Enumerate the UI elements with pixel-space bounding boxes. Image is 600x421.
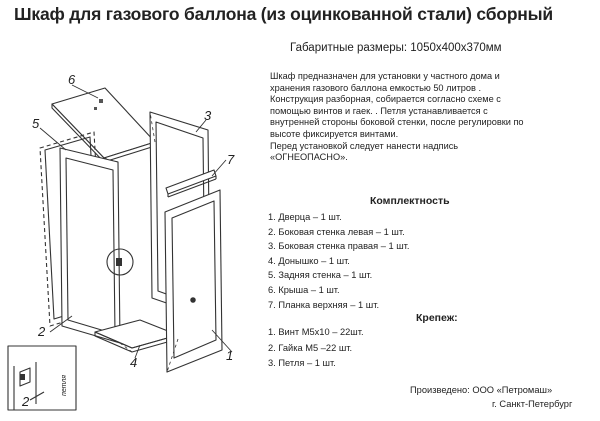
hinge-highlight (106, 248, 134, 276)
list-item: 6. Крыша – 1 шт. (268, 284, 340, 295)
callout-5: 5 (32, 116, 40, 131)
list-item: 3. Петля – 1 шт. (268, 358, 336, 368)
callout-1: 1 (226, 348, 233, 363)
callout-7: 7 (227, 152, 235, 167)
detail-label-hinge: петля (61, 375, 68, 396)
callout-3: 3 (204, 108, 212, 123)
door-panel (164, 189, 223, 373)
fasteners-list: 1. Винт М5х10 – 22шт. 2. Гайка М5 –22 шт… (268, 327, 364, 374)
detail-callout-2: 2 (21, 394, 30, 409)
list-item: 2. Гайка М5 –22 шт. (268, 342, 353, 353)
description-line: Шкаф предназначен для установки у частно… (270, 71, 500, 81)
description-line: высоте фиксируется винтами. (270, 128, 399, 139)
list-item: 3. Боковая стенка правая – 1 шт. (268, 241, 410, 252)
list-item: 7. Планка верхняя – 1 шт. (268, 299, 380, 310)
callout-6: 6 (68, 72, 76, 87)
left-side-wall-panel (59, 147, 121, 344)
description-line: Конструкция разборная, собирается соглас… (270, 94, 501, 105)
dimensions-text: Габаритные размеры: 1050х400х370мм (290, 42, 502, 54)
description-block: Шкаф предназначен для установки у частно… (270, 71, 590, 164)
list-item: 2. Боковая стенка левая – 1 шт. (268, 226, 405, 237)
list-item: 1. Винт М5х10 – 22шт. (268, 327, 364, 337)
top-bar-panel (165, 169, 217, 198)
callout-4: 4 (130, 355, 137, 370)
description-line: помощью винтов и гаек. . Петля устанавли… (270, 105, 488, 116)
kit-heading: Комплектность (370, 195, 450, 207)
fasteners-heading: Крепеж: (416, 312, 458, 324)
description-line: внутренней стороны боковой стенки, после… (270, 117, 524, 128)
page-title: Шкаф для газового баллона (из оцинкованн… (14, 4, 553, 24)
callout-2: 2 (37, 324, 46, 339)
list-item: 1. Дверца – 1 шт. (268, 212, 342, 222)
hinge-detail-inset (7, 345, 77, 411)
description-line: Перед установкой следует нанести надпись (270, 140, 459, 151)
manufacturer-line: Произведено: ООО «Петромаш» (410, 385, 553, 395)
list-item: 5. Задняя стенка – 1 шт. (268, 270, 373, 281)
list-item: 4. Донышко – 1 шт. (268, 255, 350, 266)
description-line: хранения газового баллона емкостью 50 ли… (270, 82, 482, 93)
description-line: «ОГНЕОПАСНО». (270, 152, 348, 163)
manufacturer-city: г. Санкт-Петербург (492, 399, 573, 409)
kit-list: 1. Дверца – 1 шт. 2. Боковая стенка лева… (268, 212, 409, 314)
